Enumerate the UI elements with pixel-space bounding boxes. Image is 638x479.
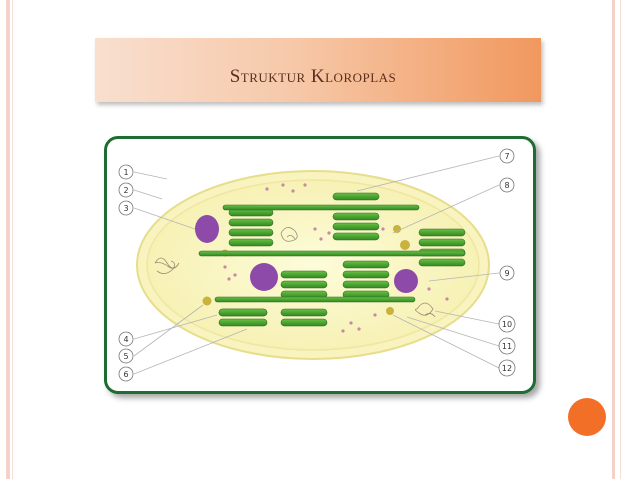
label-10: 10: [498, 315, 516, 333]
starch-grain-2: [250, 263, 278, 291]
decorative-orange-circle: [568, 398, 606, 436]
svg-text:1: 1: [123, 168, 128, 177]
svg-text:4: 4: [123, 335, 128, 344]
label-9: 9: [499, 265, 515, 281]
label-3: 3: [118, 200, 134, 216]
title-box: Struktur Kloroplas: [95, 38, 541, 102]
label-4: 4: [118, 331, 134, 347]
leader-lines-left: [133, 171, 248, 375]
svg-text:10: 10: [502, 320, 512, 329]
label-2: 2: [118, 182, 134, 198]
grana-stacks: [198, 192, 466, 327]
right-label-circles: 7 8 9 10 11 12: [498, 148, 516, 377]
chloroplast-illustration: 1 2 3 4 5 6 7 8 9 10 11 12: [118, 148, 516, 382]
label-11: 11: [498, 337, 516, 355]
left-label-circles: 1 2 3 4 5 6: [118, 164, 134, 382]
starch-grain-3: [394, 269, 418, 293]
label-7: 7: [499, 148, 515, 164]
label-1: 1: [118, 164, 134, 180]
label-5: 5: [118, 348, 134, 364]
svg-text:9: 9: [504, 269, 509, 278]
slide-border-right: [612, 0, 615, 479]
slide-border-left: [6, 0, 10, 479]
label-6: 6: [118, 366, 134, 382]
slide-title: Struktur Kloroplas: [229, 66, 397, 87]
slide-border-right-inner: [620, 0, 621, 479]
label-12: 12: [498, 359, 516, 377]
chloroplast-diagram: 1 2 3 4 5 6 7 8 9 10 11 12: [104, 136, 536, 394]
svg-text:3: 3: [123, 204, 128, 213]
ribosome-dots: [223, 183, 449, 333]
svg-text:2: 2: [123, 186, 128, 195]
svg-text:7: 7: [504, 152, 509, 161]
dna-squiggle-left: [154, 257, 180, 274]
slide-border-left-inner: [12, 0, 13, 479]
label-8: 8: [499, 177, 515, 193]
dna-squiggle-right: [415, 302, 436, 318]
svg-text:5: 5: [123, 352, 128, 361]
starch-grain-1: [195, 215, 219, 243]
leader-lines-right: [356, 155, 500, 369]
svg-text:12: 12: [502, 364, 512, 373]
svg-text:6: 6: [123, 370, 128, 379]
dna-squiggle-top: [280, 227, 298, 242]
svg-text:8: 8: [504, 181, 509, 190]
svg-text:11: 11: [502, 342, 512, 351]
